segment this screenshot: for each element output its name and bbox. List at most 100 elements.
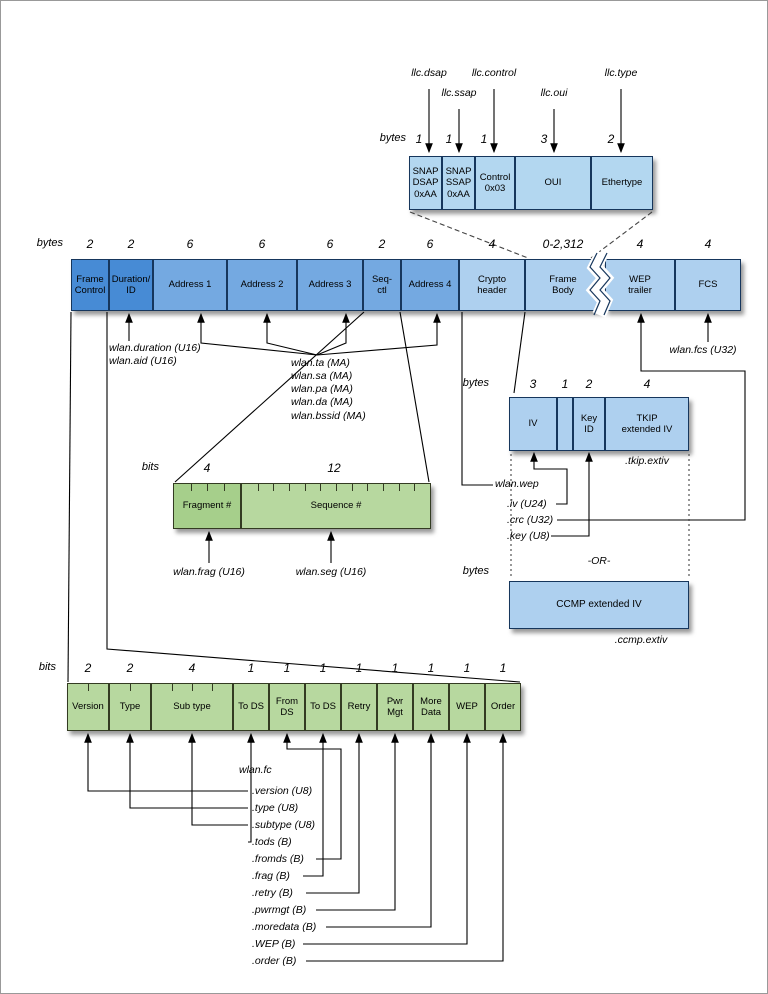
frame-size-label: 2: [378, 237, 386, 251]
wep-field-key: .key (U8): [507, 530, 550, 542]
bit-tick: [223, 484, 225, 491]
ccmp-caption: .ccmp.extiv: [614, 634, 668, 646]
llc-field-label: llc.control: [471, 67, 517, 79]
tkip-cell-iv: IV: [509, 397, 557, 451]
bit-tick: [212, 684, 213, 691]
llc-size-label: 2: [607, 132, 615, 146]
fc-field-moredata: .moredata (B): [252, 921, 317, 933]
fc-pwrmgt-line: [316, 732, 399, 911]
tkip-caption: .tkip.extiv: [625, 455, 669, 467]
frame-cell-address-3: Address 3: [297, 259, 363, 311]
tkip-row: IV Key ID TKIP extended IV: [509, 397, 689, 451]
fc-cell-pwr-mgt: Pwr Mgt: [377, 683, 413, 731]
frame-cell-frame-control: Frame Control: [71, 259, 109, 311]
frame-cell-wep-trailer: WEP trailer: [605, 259, 675, 311]
frame-cell-address-1: Address 1: [153, 259, 227, 311]
bit-tick: [320, 484, 322, 491]
fc-row: Version Type Sub type To DS From DS To D…: [67, 683, 521, 731]
seq-size-label: 4: [203, 461, 211, 475]
seq-cell-fragment: Fragment #: [173, 483, 241, 529]
frame-cell-duration-id: Duration/ ID: [109, 259, 153, 311]
tkip-cell-pad: [557, 397, 573, 451]
fc-size-label: 1: [499, 661, 507, 675]
frame-unit-label: bytes: [36, 237, 63, 249]
fc-moredata-line: [326, 732, 435, 928]
fc-size-label: 4: [188, 661, 196, 675]
bit-tick: [172, 684, 173, 691]
frame-cell-frame-body: Frame Body: [525, 259, 601, 311]
llc-size-label: 1: [480, 132, 488, 146]
fc-unit-label: bits: [38, 661, 56, 673]
bit-tick: [190, 484, 192, 491]
frame-cell-crypto-header: Crypto header: [459, 259, 525, 311]
tkip-size-label: 2: [585, 377, 593, 391]
fc-cell-frag-flag: To DS: [305, 683, 341, 731]
llc-size-label: 3: [540, 132, 548, 146]
bit-tick: [336, 484, 337, 491]
frame-cell-address-4: Address 4: [401, 259, 459, 311]
llc-field-label: llc.type: [604, 67, 638, 79]
bit-tick: [130, 684, 131, 691]
fc-cell-subtype: Sub type: [151, 683, 233, 731]
wep-field-iv: .iv (U24): [507, 498, 547, 510]
bit-tick: [192, 684, 193, 691]
fcs-annotation: wlan.fcs (U32): [669, 344, 737, 356]
fc-cell-more-data: More Data: [413, 683, 449, 731]
llc-field-label: llc.ssap: [441, 87, 477, 99]
fc-cell-retry: Retry: [341, 683, 377, 731]
address4-arrow: [316, 312, 441, 356]
fc-size-label: 2: [126, 661, 134, 675]
fc-version-line: [84, 732, 248, 792]
ccmp-unit-label: bytes: [462, 565, 489, 577]
bit-tick: [207, 484, 208, 491]
or-label: -OR-: [587, 555, 611, 567]
llc-field-label: llc.dsap: [411, 67, 447, 79]
address1-arrow: [197, 312, 318, 356]
bit-tick: [273, 484, 275, 491]
wep-key-line: [551, 451, 593, 537]
fc-wep-line: [303, 732, 471, 945]
wlan-fc-label: wlan.fc: [239, 764, 272, 776]
bit-tick: [398, 484, 400, 491]
ccmp-cell: CCMP extended IV: [509, 581, 689, 629]
bit-tick: [88, 684, 89, 691]
fc-field-order: .order (B): [252, 955, 297, 967]
fc-frag-line: [303, 732, 327, 877]
duration-annotation: wlan.duration (U16) wlan.aid (U16): [109, 342, 201, 368]
frame-size-label: 4: [488, 237, 496, 251]
fc-order-line: [306, 732, 507, 962]
fc-tods-line: [247, 732, 255, 843]
seq-cell-sequence: Sequence #: [241, 483, 431, 529]
llc-cell-dsap: SNAP DSAP 0xAA: [409, 156, 442, 210]
llc-field-label: llc.oui: [540, 87, 568, 99]
fc-retry-line: [306, 732, 363, 894]
fc-field-subtype: .subtype (U8): [252, 819, 316, 831]
frame-size-label: 2: [127, 237, 135, 251]
fc-field-retry: .retry (B): [252, 887, 293, 899]
fc-cell-wep: WEP: [449, 683, 485, 731]
frame-size-label: 4: [636, 237, 644, 251]
frame-size-label: 6: [326, 237, 334, 251]
fc-cell-type: Type: [109, 683, 151, 731]
frag-annotation: wlan.frag (U16): [173, 566, 245, 578]
bit-tick: [414, 484, 416, 491]
frame-cell-address-2: Address 2: [227, 259, 297, 311]
tkip-cell-key-id: Key ID: [573, 397, 605, 451]
frame-size-label: 2: [86, 237, 94, 251]
ccmp-row: CCMP extended IV: [509, 581, 689, 629]
seqctl-funnel-right: [399, 311, 430, 483]
fc-field-version: .version (U8): [252, 785, 313, 797]
llc-unit-label: bytes: [379, 132, 406, 144]
fc-field-pwrmgt: .pwrmgt (B): [252, 904, 307, 916]
fc-field-fromds: .fromds (B): [252, 853, 304, 865]
fc-cell-order: Order: [485, 683, 521, 731]
fc-field-wep: .WEP (B): [252, 938, 296, 950]
llc-header-row: SNAP DSAP 0xAA SNAP SSAP 0xAA Control 0x…: [409, 156, 653, 210]
fc-cell-from-ds: From DS: [269, 683, 305, 731]
llc-cell-oui: OUI: [515, 156, 591, 210]
fc-field-tods: .tods (B): [252, 836, 292, 848]
address2-arrow: [263, 312, 318, 356]
bit-tick: [383, 484, 384, 491]
tkip-size-label: 3: [529, 377, 537, 391]
